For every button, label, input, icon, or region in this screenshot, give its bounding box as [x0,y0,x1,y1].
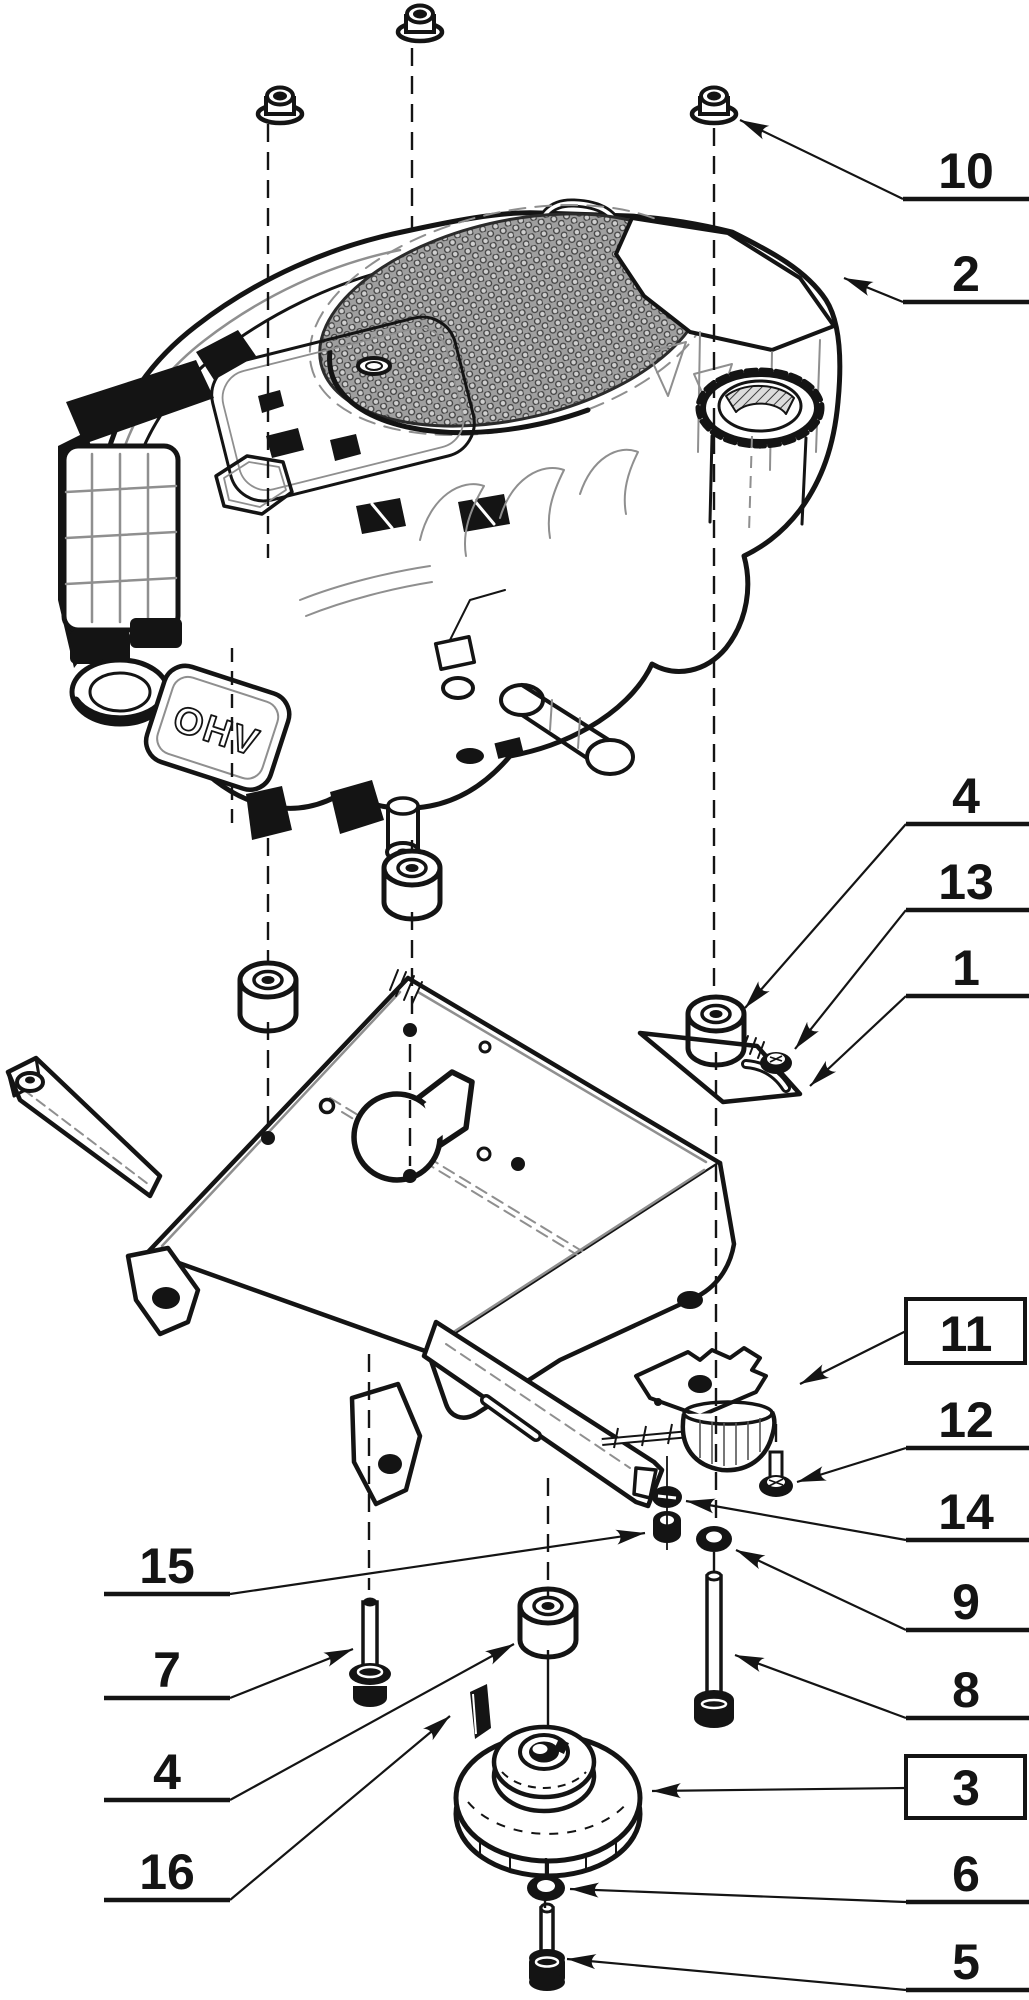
plate-gusset-feet [125,1245,423,1507]
callout-box-11 [904,1297,1027,1365]
callout-8-label: 8 [952,1662,980,1718]
rubber-spacer [685,994,747,1068]
engine-mounting-plate [5,969,803,1509]
flange-nut [395,3,445,44]
construction-lines [230,48,778,1908]
lower-engine-details [246,589,635,863]
support-arm-left [5,1055,163,1199]
shroud-emblem [214,454,294,516]
leader-line-15 [229,1529,646,1596]
rubber-spacer [381,848,443,922]
recoil-front-panel [210,315,476,503]
pan-head-screw [759,1450,793,1497]
callout-11-label: 11 [940,1306,993,1362]
plate-holes [261,1023,525,1183]
crankshaft-pulley [453,1724,643,1879]
crankshaft-keyhole-opening [351,1069,475,1183]
flange-nut [689,85,739,126]
leader-line-1 [809,995,907,1087]
fuel-tank [614,216,836,526]
callout-6-label: 6 [952,1846,980,1902]
callout-9-label: 9 [952,1574,980,1630]
leader-line-3 [651,1783,907,1799]
callout-16-label: 16 [139,1844,195,1900]
leader-line-8 [734,1653,907,1720]
plate-bend-lines [329,1097,613,1277]
callout-2-label: 2 [952,246,980,302]
engine-foot [330,780,384,834]
leader-line-10 [739,119,904,200]
plate-right-wing [637,1030,803,1105]
shroud-clips [258,390,510,534]
callout-3-label: 3 [952,1760,980,1816]
flange-nut [255,85,305,126]
callout-4-left-label: 4 [153,1744,181,1800]
engine-foot [246,786,292,840]
rubber-spacer [517,1586,579,1660]
cylinder-ribs [299,448,639,617]
leader-line-16 [229,1715,451,1901]
callout-7-label: 7 [153,1642,181,1698]
plate-front-flange [425,1160,737,1420]
leader-line-4-right [744,823,907,1009]
woodruff-key [470,1684,491,1739]
callout-box-3 [904,1754,1027,1820]
callout-5-label: 5 [952,1934,980,1990]
callout-13-label: 13 [938,854,994,910]
bolt-long [694,1570,734,1728]
bolt-5 [529,1902,565,1991]
leader-line-12 [796,1446,907,1484]
valve-cover: OHV [143,663,292,792]
callout-labels: 10 2 4 13 1 11 12 14 9 8 3 6 5 15 7 4 16 [104,143,1029,1993]
callout-10-label: 10 [938,143,994,199]
washer-9 [696,1526,732,1552]
torx-screw [760,1052,792,1074]
leader-line-9 [735,1549,907,1631]
belt-guide-bracket [601,1346,777,1473]
leader-line-6 [569,1882,907,1904]
callout-12-label: 12 [938,1392,994,1448]
fuel-cap [695,367,825,449]
leader-line-14 [685,1498,907,1542]
callout-15-label: 15 [139,1538,195,1594]
washer-6 [527,1875,565,1901]
callout-1-label: 1 [952,940,980,996]
callout-4-right-label: 4 [952,768,980,824]
leader-line-11 [799,1330,907,1385]
engine-illustration: OHV [58,198,843,863]
leader-line-13 [794,909,907,1050]
callout-14-label: 14 [938,1484,994,1540]
bolt-7 [349,1597,391,1707]
rubber-spacer [237,960,299,1034]
support-arm-front [421,1319,665,1509]
muffler-assembly [58,330,256,727]
leader-lines [229,119,907,1992]
leader-line-5 [566,1954,907,1992]
leader-line-4-left [229,1643,515,1801]
leader-line-2 [843,276,904,304]
leader-line-7 [229,1647,354,1700]
